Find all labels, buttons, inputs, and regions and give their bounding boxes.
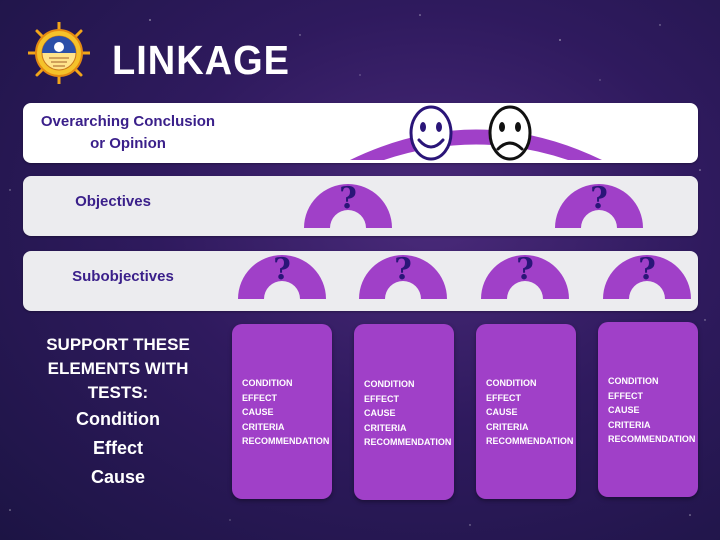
card-item-cause: CAUSE — [608, 405, 640, 415]
objective-question-mark-2: ? — [590, 181, 608, 216]
subobjective-question-mark-3: ? — [516, 252, 534, 287]
frowning-face-icon — [488, 105, 532, 161]
card-item-condition: CONDITION — [608, 376, 659, 386]
card-item-recommendation: RECOMMENDATION — [486, 436, 574, 446]
card-item-effect: EFFECT — [608, 390, 643, 401]
test-card-2: CONDITION EFFECT CAUSE CRITERIA RECOMMEN… — [354, 324, 454, 500]
objective-question-mark-1: ? — [339, 181, 357, 216]
card-item-criteria: CRITERIA — [608, 419, 651, 430]
subobjective-arch-2 — [359, 255, 447, 299]
card-item-condition: CONDITION — [242, 378, 293, 388]
card-item-criteria: CRITERIA — [242, 421, 285, 432]
support-heading-line-2: ELEMENTS WITH TESTS: — [47, 359, 189, 402]
test-card-1: CONDITION EFFECT CAUSE CRITERIA RECOMMEN… — [232, 324, 332, 499]
objectives-label: Objectives — [75, 193, 151, 210]
subobjective-arch-1 — [238, 255, 326, 299]
subobjective-question-mark-2: ? — [394, 252, 412, 287]
subobjective-arch-3 — [481, 255, 569, 299]
card-item-recommendation: RECOMMENDATION — [242, 436, 330, 446]
subobjective-question-mark-1: ? — [273, 252, 291, 287]
subobjective-arch-4 — [603, 255, 691, 299]
card-item-condition: CONDITION — [364, 379, 415, 389]
conclusion-arch — [350, 129, 602, 160]
conclusion-label: Overarching Conclusion or Opinion — [40, 113, 216, 152]
smiley-face-icon — [409, 105, 453, 161]
card-item-recommendation: RECOMMENDATION — [364, 437, 452, 447]
objective-arch-1 — [304, 184, 392, 228]
seal-emblem-icon — [28, 22, 90, 84]
support-item-cause: Cause — [90, 467, 146, 487]
test-card-3: CONDITION EFFECT CAUSE CRITERIA RECOMMEN… — [476, 324, 576, 499]
card-item-recommendation: RECOMMENDATION — [608, 434, 696, 444]
card-item-effect: EFFECT — [364, 393, 399, 404]
support-item-effect: Effect — [92, 438, 143, 458]
subobjective-question-mark-4: ? — [638, 252, 656, 287]
test-card-4: CONDITION EFFECT CAUSE CRITERIA RECOMMEN… — [598, 322, 698, 497]
subobjectives-label: Subobjectives — [72, 268, 174, 285]
support-item-condition: Condition — [76, 409, 160, 429]
slide-title: LINKAGE — [112, 38, 290, 84]
support-heading-line-1: SUPPORT THESE — [46, 335, 190, 354]
card-item-cause: CAUSE — [364, 408, 396, 418]
objective-arch-2 — [555, 184, 643, 228]
card-item-criteria: CRITERIA — [486, 421, 529, 432]
subobjectives-band: Subobjectives — [23, 251, 698, 311]
support-tests-text: SUPPORT THESE ELEMENTS WITH TESTS: Condi… — [18, 333, 218, 492]
card-item-condition: CONDITION — [486, 378, 537, 388]
card-item-cause: CAUSE — [486, 407, 518, 417]
card-item-cause: CAUSE — [242, 407, 274, 417]
card-item-effect: EFFECT — [486, 392, 521, 403]
card-item-effect: EFFECT — [242, 392, 277, 403]
card-item-criteria: CRITERIA — [364, 422, 407, 433]
